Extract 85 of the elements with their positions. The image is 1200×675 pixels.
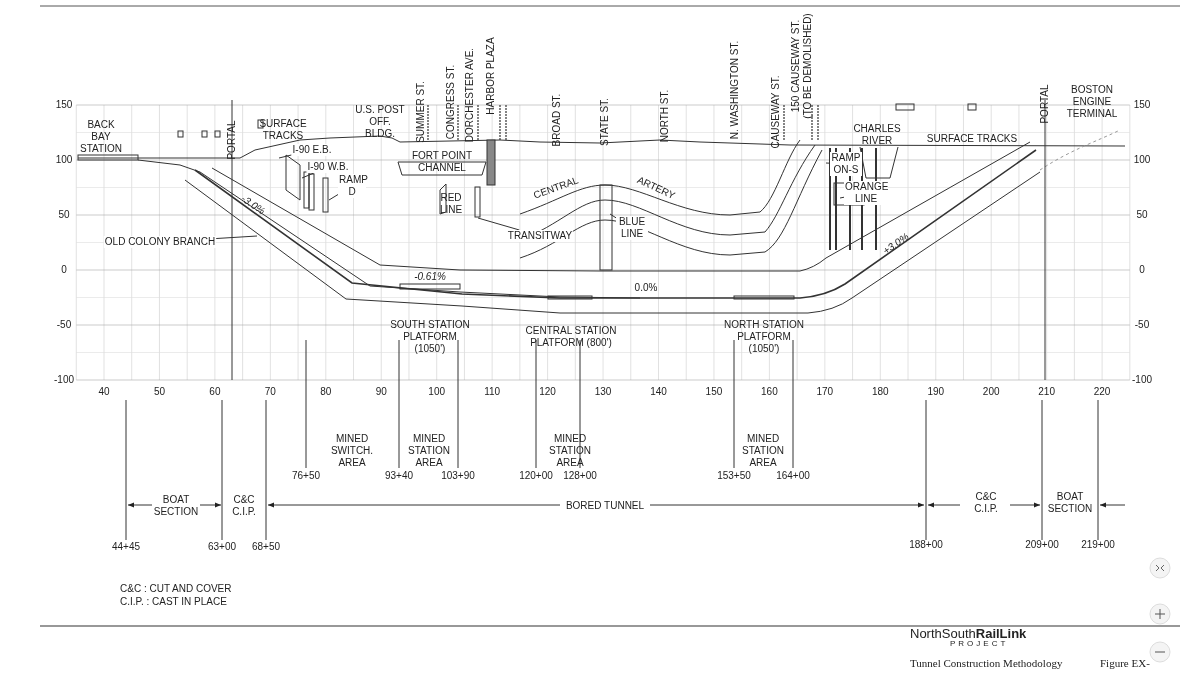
axis-tick-label: 150 — [1133, 99, 1151, 111]
axis-tick-label: 160 — [761, 386, 778, 398]
platform-label: CENTRAL STATION PLATFORM (800') — [524, 325, 618, 349]
axis-tick-label: 150 — [705, 386, 723, 398]
axis-tick-label: 140 — [650, 386, 667, 398]
area-label: MINED STATION AREA — [548, 433, 592, 469]
project-name: NorthSouthRailLink — [910, 625, 1027, 641]
portal-label: PORTAL — [226, 120, 238, 160]
axis-tick-label: 100 — [428, 386, 446, 398]
portal-label: PORTAL — [1039, 84, 1051, 124]
axis-tick-label: 80 — [320, 386, 332, 398]
axis-tick-label: 170 — [816, 386, 834, 398]
axis-tick-label: -50 — [1134, 319, 1150, 331]
axis-tick-label: 50 — [1136, 209, 1148, 221]
axis-tick-label: 180 — [871, 386, 889, 398]
place-label: CHARLES RIVER — [852, 123, 902, 147]
project-subtitle: PROJECT — [950, 639, 1009, 649]
axis-tick-label: 50 — [58, 209, 70, 221]
section-label: BOAT SECTION — [1046, 491, 1094, 515]
axis-tick-label: 60 — [209, 386, 221, 398]
axis-tick-label: 40 — [98, 386, 110, 398]
transit-line-label: RED LINE — [438, 192, 464, 216]
station-number: 209+00 — [1025, 539, 1059, 551]
axis-tick-label: 0 — [1139, 264, 1145, 276]
axis-tick-label: 220 — [1093, 386, 1111, 398]
station-number: 128+00 — [563, 470, 597, 482]
axis-tick-label: -100 — [54, 374, 74, 386]
place-label: SURFACE TRACKS — [926, 133, 1018, 145]
section-label: BORED TUNNEL — [565, 500, 645, 512]
axis-tick-label: 50 — [153, 386, 165, 398]
building-label: 150 CAUSEWAY ST. (TO BE DEMOLISHED) — [790, 12, 814, 121]
axis-tick-label: 100 — [55, 154, 73, 166]
street-label: DORCHESTER AVE. — [464, 47, 476, 143]
axis-tick-label: 120 — [539, 386, 556, 398]
station-number: 219+00 — [1081, 539, 1115, 551]
axis-tick-label: 190 — [927, 386, 945, 398]
axis-tick-label: 200 — [982, 386, 1000, 398]
street-label: NORTH ST. — [659, 89, 671, 143]
station-number: 76+50 — [291, 470, 321, 482]
section-label: C&C C.I.P. — [973, 491, 999, 515]
station-label: BACK BAY STATION — [79, 119, 123, 155]
area-label: MINED STATION AREA — [741, 433, 785, 469]
station-number: 120+00 — [519, 470, 553, 482]
area-label: MINED STATION AREA — [407, 433, 451, 469]
station-number: 103+90 — [441, 470, 475, 482]
area-label: MINED SWITCH. AREA — [329, 433, 375, 469]
building-label: HARBOR PLAZA — [485, 37, 497, 115]
axis-tick-label: 70 — [264, 386, 276, 398]
street-label: CAUSEWAY ST. — [770, 75, 782, 149]
axis-tick-label: 90 — [375, 386, 387, 398]
grade-label: 0.0% — [634, 282, 658, 294]
platform-label: SOUTH STATION PLATFORM (1050') — [389, 319, 471, 355]
station-number: 44+45 — [111, 541, 141, 553]
street-label: SUMMER ST. — [415, 81, 427, 143]
station-number: 164+00 — [776, 470, 810, 482]
axis-tick-label: -50 — [56, 319, 72, 331]
station-number: 188+00 — [909, 539, 943, 551]
street-label: STATE ST. — [599, 98, 611, 146]
axis-tick-label: 110 — [484, 386, 501, 398]
section-label: BOAT SECTION — [152, 494, 200, 518]
axis-tick-label: -100 — [1132, 374, 1152, 386]
station-number: 68+50 — [251, 541, 281, 553]
section-label: C&C C.I.P. — [231, 494, 257, 518]
axis-tick-label: 150 — [55, 99, 73, 111]
drawing-title: Tunnel Construction Methodology — [910, 657, 1063, 669]
station-number: 63+00 — [207, 541, 237, 553]
station-number: 93+40 — [384, 470, 414, 482]
street-label: CONGRESS ST. — [445, 64, 457, 140]
grade-label: -0.61% — [414, 271, 446, 283]
figure-number: Figure EX- — [1100, 657, 1150, 669]
building-label: U.S. POST OFF. BLDG. — [354, 104, 406, 140]
station-number: 153+50 — [717, 470, 751, 482]
abbreviation-note: C&C : CUT AND COVER — [120, 583, 232, 595]
platform-label: NORTH STATION PLATFORM (1050') — [723, 319, 805, 355]
axis-tick-label: 210 — [1038, 386, 1055, 398]
grade-label: -3.0% — [238, 192, 268, 218]
place-label: FORT POINT CHANNEL — [410, 150, 474, 174]
street-label: BROAD ST. — [551, 93, 563, 147]
street-label: N. WASHINGTON ST. — [729, 40, 741, 140]
place-label: BOSTON ENGINE TERMINAL — [1065, 84, 1119, 120]
abbreviation-note: C.I.P. : CAST IN PLACE — [120, 596, 227, 608]
axis-tick-label: 130 — [594, 386, 612, 398]
axis-tick-label: 100 — [1133, 154, 1151, 166]
axis-tick-label: 0 — [61, 264, 67, 276]
place-label: SURFACE TRACKS — [258, 118, 308, 142]
